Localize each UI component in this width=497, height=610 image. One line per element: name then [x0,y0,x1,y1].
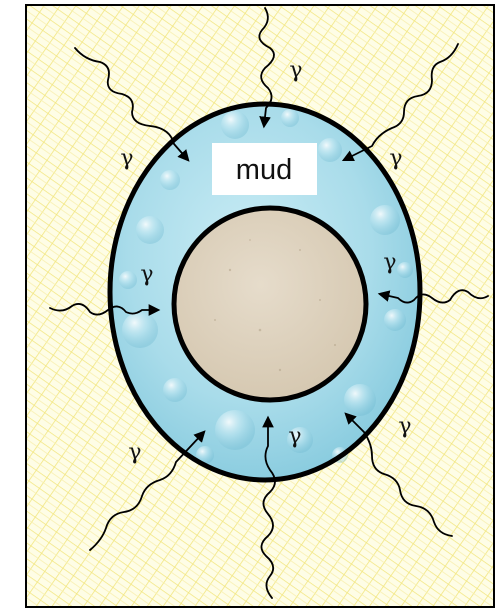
gamma-symbol-bottom-left: γ [128,440,141,465]
gamma-symbol-top-left: γ [120,146,133,171]
gamma-symbol-left: γ [140,262,153,287]
gamma-symbol-top-right: γ [389,146,402,171]
gamma-symbol-top: γ [289,58,302,83]
rock-core [174,208,366,400]
gamma-symbol-bottom: γ [288,424,301,449]
mud-label: mud [236,154,292,186]
gamma-symbol-bottom-right: γ [398,414,411,439]
gamma-symbol-right: γ [383,250,396,275]
